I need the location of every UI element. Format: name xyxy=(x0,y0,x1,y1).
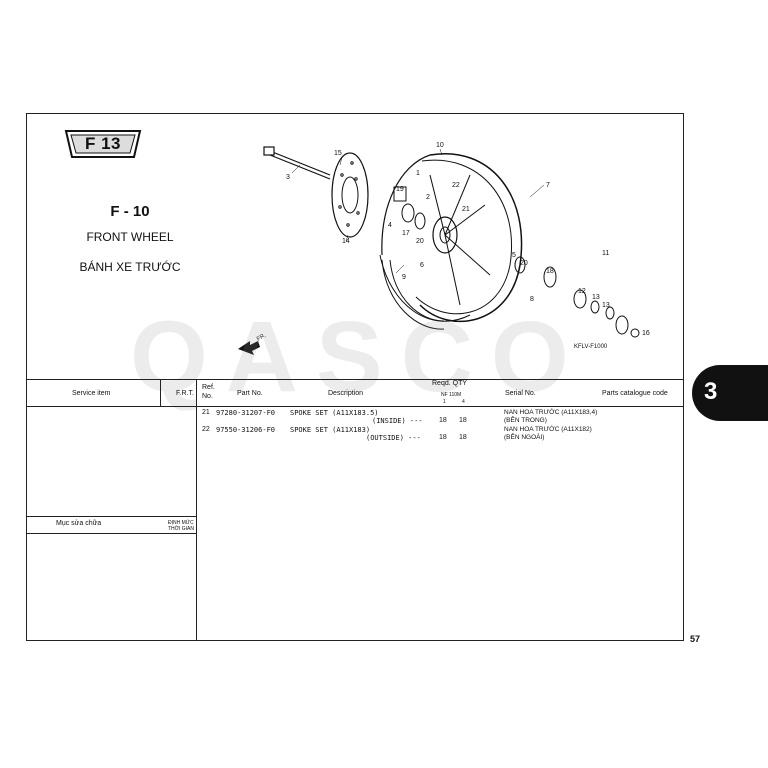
callout-4: 4 xyxy=(388,222,392,229)
callout-14: 14 xyxy=(342,238,350,245)
label-thoi-gian: THỜI GIAN xyxy=(168,526,194,532)
row-qty-2: 18 xyxy=(459,417,467,424)
callout-10: 10 xyxy=(436,142,444,149)
callout-18: 18 xyxy=(546,268,554,275)
hub-parts-shape xyxy=(514,256,640,338)
callout-7: 7 xyxy=(546,182,550,189)
tube-shape xyxy=(381,259,445,330)
front-wheel-exploded-diagram: 3 15 14 10 1 2 22 21 19 4 17 20 6 9 7 5 … xyxy=(238,142,650,355)
footer-line-2 xyxy=(26,533,197,534)
row-part-no: 97550-31206-F0 xyxy=(216,426,276,434)
badge-label: F 13 xyxy=(84,134,122,153)
row-qty-1: 18 xyxy=(439,434,447,441)
footer-line-1 xyxy=(26,516,197,517)
front-arrow-icon: FR. xyxy=(238,333,268,355)
table-divider-left xyxy=(196,379,197,641)
row-ref: 21 xyxy=(202,409,210,416)
label-muc-sua-chua: Mục sửa chữa xyxy=(56,520,102,527)
row-qty-2: 18 xyxy=(459,434,467,441)
header-serial-no: Serial No. xyxy=(505,390,536,397)
header-col-4: 4 xyxy=(462,399,465,405)
title-vietnamese: BÁNH XE TRƯỚC xyxy=(79,260,181,274)
row-serial-2: (BÊN TRONG) xyxy=(504,417,547,424)
label-dinh-muc: ĐỊNH MỨC xyxy=(168,520,194,526)
row-desc-1: SPOKE SET (A11X183) xyxy=(290,426,371,434)
callout-1: 1 xyxy=(416,170,420,177)
wheel-rim-shape xyxy=(379,153,523,323)
header-catalogue-code: Parts catalogue code xyxy=(602,390,668,397)
callout-20: 20 xyxy=(416,238,424,245)
row-desc-2: (OUTSIDE) --- xyxy=(366,434,421,442)
callout-9: 9 xyxy=(402,274,406,281)
callout-12: 12 xyxy=(578,288,586,295)
diagram-code: KFLV-F1000 xyxy=(574,344,608,350)
header-reqd-qty: Reqd. QTY xyxy=(432,380,468,387)
header-model: NF 110M xyxy=(441,392,462,398)
callout-5: 5 xyxy=(512,252,516,259)
row-part-no: 97280-31207-F0 xyxy=(216,409,276,417)
callout-6: 6 xyxy=(420,262,424,269)
arrow-label: FR. xyxy=(256,333,268,343)
header-frt: F.R.T. xyxy=(176,390,194,397)
table-top-line xyxy=(26,379,684,380)
axle-shape xyxy=(263,146,331,180)
header-col-1: 1 xyxy=(443,399,446,405)
row-desc-2: (INSIDE) --- xyxy=(372,417,423,425)
callout-15: 15 xyxy=(334,150,342,157)
callout-2: 2 xyxy=(426,194,430,201)
row-serial-1: NAN HOA TRƯỚC (A11X182) xyxy=(504,426,592,433)
callout-21: 21 xyxy=(462,206,470,213)
callout-16: 16 xyxy=(642,330,650,337)
callout-11: 11 xyxy=(602,250,609,257)
callout-3: 3 xyxy=(286,174,290,181)
row-serial-1: NAN HOA TRƯỚC (A11X183,4) xyxy=(504,409,598,416)
callout-22: 22 xyxy=(452,182,460,189)
callout-19: 19 xyxy=(396,186,404,193)
spacer-parts-shape xyxy=(393,186,426,230)
callout-20b: 20 xyxy=(520,260,528,267)
row-serial-2: (BÊN NGOÀI) xyxy=(504,434,545,441)
row-qty-1: 18 xyxy=(439,417,447,424)
row-desc-1: SPOKE SET (A11X183.5) xyxy=(290,409,379,417)
header-ref-no: Ref. No. xyxy=(202,384,215,400)
section-badge: F 13 xyxy=(64,129,142,159)
page-frame xyxy=(26,113,684,641)
callout-13: 13 xyxy=(592,294,600,301)
brake-disc-shape xyxy=(331,152,369,238)
row-ref: 22 xyxy=(202,426,210,433)
table-divider-frt xyxy=(160,379,161,406)
callout-17: 17 xyxy=(402,230,410,237)
callout-8: 8 xyxy=(530,296,534,303)
title-english: FRONT WHEEL xyxy=(86,230,174,244)
callout-13b: 13 xyxy=(602,302,610,309)
table-header-line xyxy=(26,406,684,407)
page-number: 57 xyxy=(690,634,701,644)
callout-leaders xyxy=(291,148,545,274)
chapter-tab-number: 3 xyxy=(704,378,718,405)
header-description: Description xyxy=(328,390,364,397)
header-service-item: Service item xyxy=(72,390,111,397)
chapter-tab: 3 xyxy=(692,365,768,421)
header-part-no: Part No. xyxy=(237,390,263,397)
section-code: F - 10 xyxy=(110,203,150,220)
